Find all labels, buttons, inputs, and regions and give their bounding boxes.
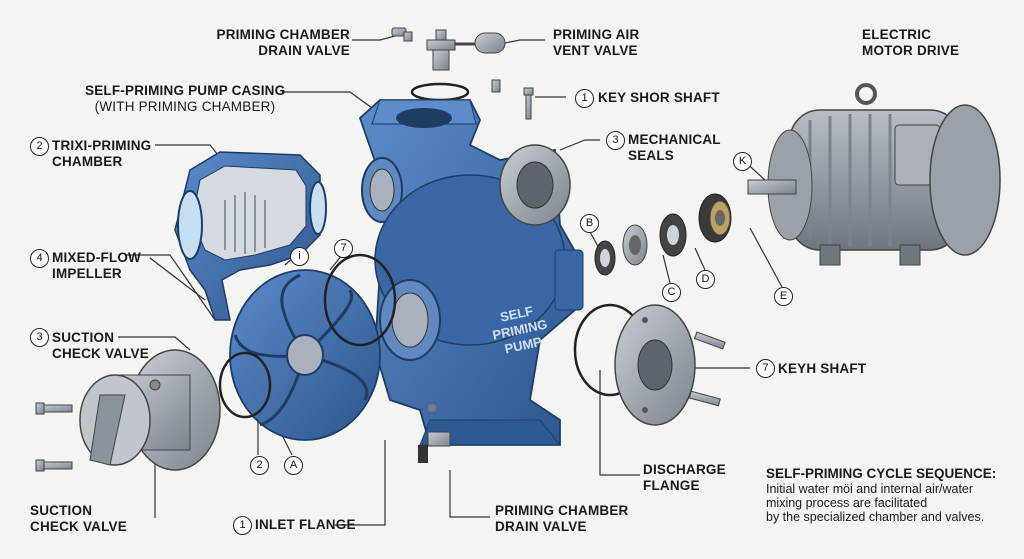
note-line: mixing process are facilitated bbox=[766, 496, 928, 510]
badge-part-2: 2 bbox=[250, 456, 269, 475]
note-title: SELF-PRIMING CYCLE SEQUENCE: bbox=[766, 466, 997, 481]
badge-part-a: A bbox=[284, 456, 303, 475]
mechanical-seals bbox=[594, 193, 732, 276]
label-suction-check-valve-top: SUCTION CHECK VALVE bbox=[52, 330, 149, 362]
label-line: IMPELLER bbox=[52, 266, 122, 281]
priming-air-vent-valve bbox=[426, 29, 506, 71]
impeller-o-ring bbox=[218, 351, 272, 419]
label-line: SUCTION bbox=[52, 330, 115, 345]
suction-check-valve bbox=[79, 349, 221, 471]
suction-bolts bbox=[35, 402, 73, 472]
label-line: SELF-PRIMING PUMP CASING bbox=[85, 83, 286, 98]
label-line: PRIMING AIR bbox=[553, 27, 640, 42]
cycle-sequence-note: SELF-PRIMING CYCLE SEQUENCE: Initial wat… bbox=[766, 466, 1016, 525]
casing-discharge-flange bbox=[499, 144, 571, 226]
badge-seal-e: E bbox=[774, 287, 793, 306]
label-trixi-priming-chamber: TRIXI-PRIMING CHAMBER bbox=[52, 138, 151, 170]
label-inlet-flange: INLET FLANGE bbox=[255, 517, 356, 532]
label-mechanical-seals: MECHANICAL SEALS bbox=[628, 132, 721, 164]
label-line: PRIMING CHAMBER bbox=[216, 27, 350, 42]
label-line: DISCHARGE bbox=[643, 462, 726, 477]
label-key-shor-shaft: KEY SHOR SHAFT bbox=[598, 90, 720, 105]
label-keyh-shaft: KEYH SHAFT bbox=[778, 361, 867, 376]
badge-seal-c: C bbox=[662, 283, 681, 302]
badge-seal-d: D bbox=[696, 270, 715, 289]
badge-mixed-flow-impeller: 4 bbox=[30, 249, 49, 268]
label-pump-casing: SELF-PRIMING PUMP CASING (WITH PRIMING C… bbox=[85, 83, 285, 115]
label-line: CHAMBER bbox=[52, 154, 123, 169]
leader-lines bbox=[118, 35, 783, 526]
label-line: MOTOR DRIVE bbox=[862, 43, 960, 58]
label-line: PRIMING CHAMBER bbox=[495, 503, 629, 518]
label-priming-chamber-drain-valve-top: PRIMING CHAMBER DRAIN VALVE bbox=[205, 27, 350, 59]
label-priming-air-vent-valve: PRIMING AIR VENT VALVE bbox=[553, 27, 639, 59]
badge-seal-b: B bbox=[580, 214, 599, 233]
discharge-flange bbox=[614, 304, 696, 426]
label-line: MECHANICAL bbox=[628, 132, 721, 147]
label-line: DRAIN VALVE bbox=[258, 43, 350, 58]
label-line: (WITH PRIMING CHAMBER) bbox=[94, 99, 276, 114]
badge-impeller-i: i bbox=[290, 247, 309, 266]
note-line: by the specialized chamber and valves. bbox=[766, 510, 985, 524]
vent-o-ring bbox=[410, 82, 470, 102]
label-line: SUCTION bbox=[30, 503, 93, 518]
casing-o-ring bbox=[323, 253, 397, 347]
casing-text-self: SELF bbox=[499, 303, 535, 325]
label-line: CHECK VALVE bbox=[30, 519, 127, 534]
priming-chamber-drain-valve-top bbox=[391, 27, 413, 42]
label-line: MIXED-FLOW bbox=[52, 250, 141, 265]
electric-motor bbox=[747, 83, 1001, 266]
badge-impeller-7: 7 bbox=[334, 239, 353, 258]
label-electric-motor-drive: ELECTRIC MOTOR DRIVE bbox=[862, 27, 959, 59]
keyh-shaft-bolts bbox=[688, 331, 726, 407]
label-line: DRAIN VALVE bbox=[495, 519, 587, 534]
badge-mechanical-seals: 3 bbox=[606, 131, 625, 150]
label-discharge-flange: DISCHARGE FLANGE bbox=[643, 462, 726, 494]
trixi-priming-chamber bbox=[174, 151, 327, 321]
label-line: SEALS bbox=[628, 148, 675, 163]
priming-chamber-drain-valve-bottom bbox=[418, 404, 451, 463]
badge-keyh-shaft: 7 bbox=[756, 359, 775, 378]
badge-inlet-flange: 1 bbox=[233, 516, 252, 535]
badge-trixi-chamber: 2 bbox=[30, 137, 49, 156]
label-line: CHECK VALVE bbox=[52, 346, 149, 361]
label-line: VENT VALVE bbox=[553, 43, 638, 58]
casing-bolts bbox=[491, 79, 534, 120]
label-line: TRIXI-PRIMING bbox=[52, 138, 152, 153]
label-line: FLANGE bbox=[643, 478, 700, 493]
badge-suction-check-valve-top: 3 bbox=[30, 328, 49, 347]
label-mixed-flow-impeller: MIXED-FLOW IMPELLER bbox=[52, 250, 141, 282]
label-priming-chamber-drain-valve-bottom: PRIMING CHAMBER DRAIN VALVE bbox=[495, 503, 629, 535]
badge-motor-k: K bbox=[733, 152, 752, 171]
note-line: Initial water möi and internal air/water bbox=[766, 482, 974, 496]
badge-key-shor-shaft: 1 bbox=[575, 89, 594, 108]
label-suction-check-valve-bottom: SUCTION CHECK VALVE bbox=[30, 503, 127, 535]
label-line: ELECTRIC bbox=[862, 27, 932, 42]
